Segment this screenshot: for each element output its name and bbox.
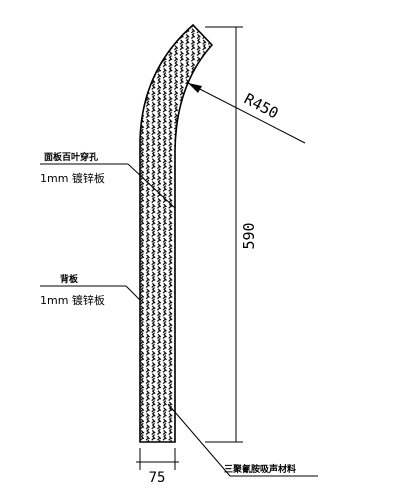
panel-body xyxy=(139,23,214,443)
back-panel-label-1: 背板 xyxy=(60,273,79,285)
width-dimension: 75 xyxy=(136,448,179,486)
back-panel-callout: 背板 1mm 镀锌板 xyxy=(40,273,141,307)
radius-dimension-text: R450 xyxy=(241,90,281,123)
height-dimension-text: 590 xyxy=(240,222,258,249)
core-material-callout: 三聚氰胺吸声材料 xyxy=(167,403,318,477)
front-panel-label-1: 面板百叶穿孔 xyxy=(44,151,98,163)
width-dimension-text: 75 xyxy=(149,470,166,486)
radius-dimension: R450 xyxy=(187,82,306,144)
height-dimension: 590 xyxy=(205,26,258,443)
back-panel-label-2: 1mm 镀锌板 xyxy=(40,293,105,307)
front-panel-label-2: 1mm 镀锌板 xyxy=(40,171,105,185)
front-panel-callout: 面板百叶穿孔 1mm 镀锌板 xyxy=(40,151,176,209)
core-material-label: 三聚氰胺吸声材料 xyxy=(224,463,296,475)
